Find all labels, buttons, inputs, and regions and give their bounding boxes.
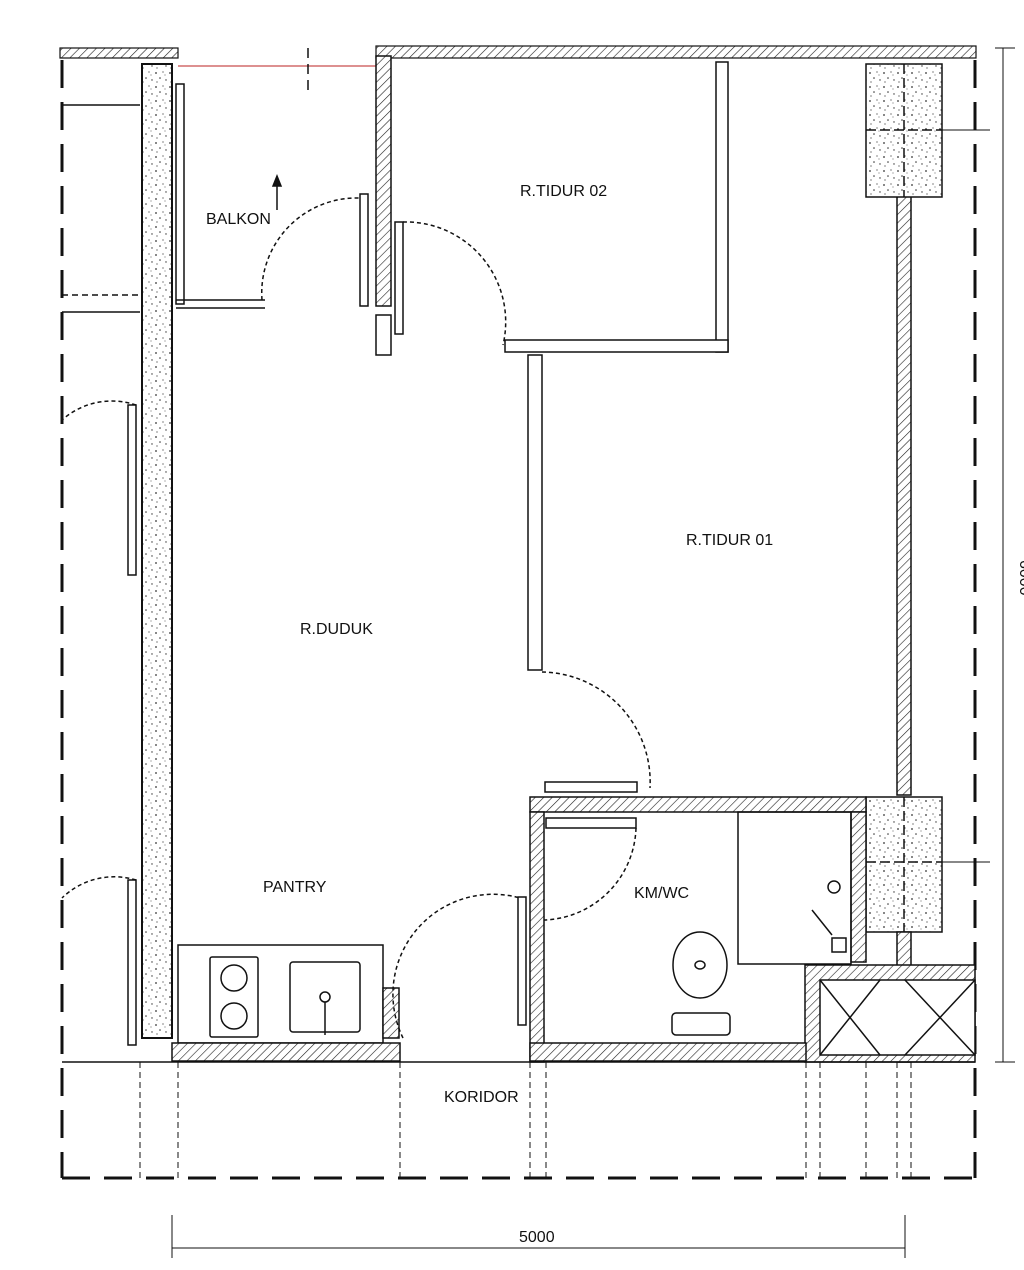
dimension-lines [171, 47, 1015, 1258]
pantry-counter [177, 893, 527, 1044]
room-label-duduk: R.DUDUK [300, 621, 373, 638]
right-wall [865, 63, 943, 1063]
bottom-walls [62, 1042, 975, 1063]
left-exterior-openings [61, 104, 140, 1046]
room-label-balkon: BALKON [206, 211, 271, 228]
dimension-height-label: 6000 [1016, 560, 1024, 596]
room-label-kmwc: KM/WC [634, 885, 689, 902]
room-label-tidur-02: R.TIDUR 02 [520, 183, 607, 200]
room-label-tidur-01: R.TIDUR 01 [686, 532, 773, 549]
room-label-koridor: KORIDOR [444, 1089, 519, 1106]
dimension-width-label: 5000 [519, 1229, 555, 1246]
balcony-bedroom-wall [375, 55, 404, 356]
bedroom-02-walls [402, 61, 729, 353]
room-label-pantry: PANTRY [263, 879, 327, 896]
bedroom-01-walls [527, 354, 651, 793]
top-walls [59, 45, 977, 67]
bathroom [529, 796, 976, 1063]
balcony [175, 48, 369, 309]
corridor-lines [139, 1062, 912, 1178]
left-concrete-wall [141, 63, 173, 1039]
